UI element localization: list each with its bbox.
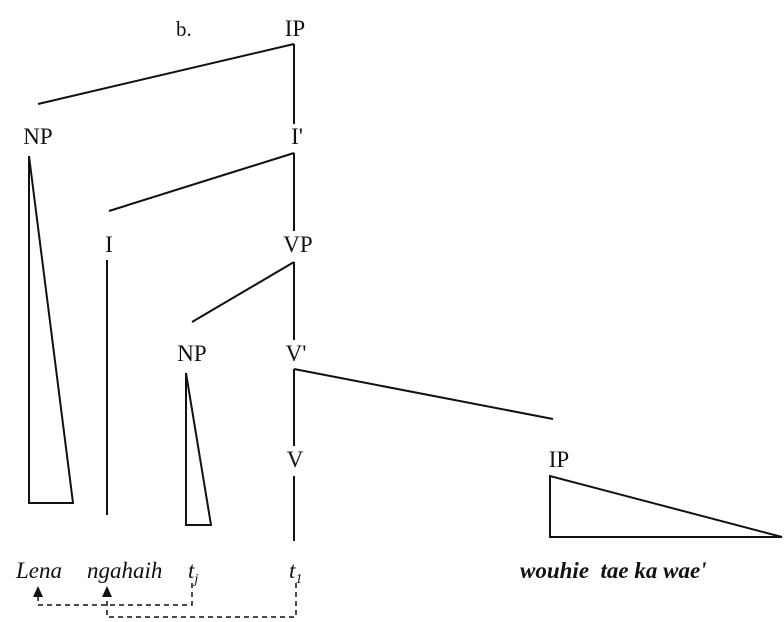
- node-vp: VP: [283, 232, 312, 257]
- node-np-subject: NP: [23, 124, 52, 149]
- node-np-object: NP: [177, 341, 206, 366]
- movement-arrowhead-subject: [33, 586, 43, 597]
- branch-vp-to-np: [191, 261, 295, 323]
- movement-path-verb: [106, 583, 297, 618]
- terminal-subject: Lena: [15, 558, 62, 583]
- movement-path-subject: [37, 583, 193, 606]
- triangle-np-object: [185, 372, 213, 526]
- node-v-bar: V': [286, 341, 307, 366]
- movement-arrowhead-verb: [102, 586, 112, 597]
- trace-j-index: j: [192, 572, 198, 587]
- terminal-embedded-clause: wouhie tae ka wae': [520, 558, 707, 583]
- trace-j: tj: [188, 558, 198, 587]
- branch-ip-to-np: [37, 43, 295, 105]
- example-label: b.: [176, 17, 192, 41]
- trace-1-base: t: [289, 558, 296, 583]
- terminal-verb: ngahaih: [87, 558, 162, 583]
- branch-vbar-to-ip: [293, 368, 554, 420]
- node-ip-embedded: IP: [549, 447, 569, 472]
- triangle-ip-embedded: [549, 474, 783, 538]
- trace-1: t1: [289, 558, 302, 587]
- trace-j-base: t: [188, 558, 195, 583]
- trace-1-index: 1: [295, 572, 302, 587]
- node-i-head: I: [105, 232, 113, 257]
- branch-ibar-to-i: [108, 152, 295, 212]
- node-ip-root: IP: [285, 16, 305, 41]
- node-i-bar: I': [291, 124, 303, 149]
- triangle-np-subject: [28, 155, 75, 504]
- node-v-head: V: [287, 447, 304, 472]
